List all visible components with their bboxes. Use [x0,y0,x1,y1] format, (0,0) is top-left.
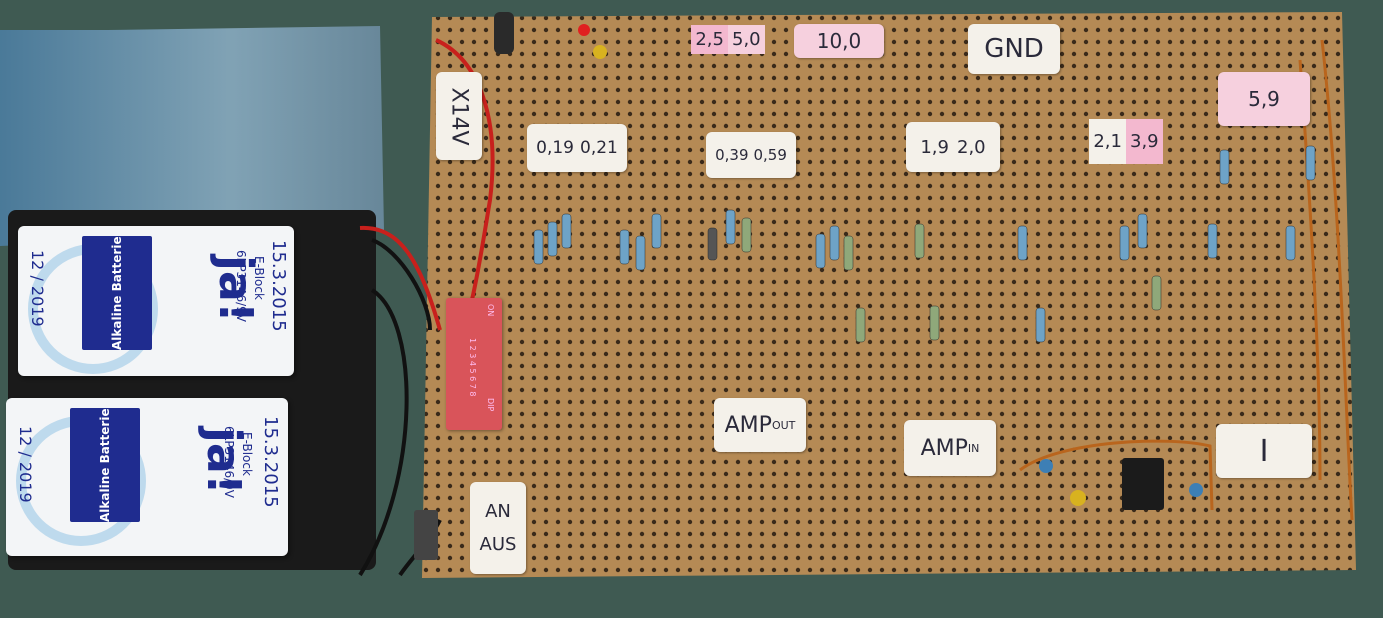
battery-top: Alkaline Batterie ja! E-Block 6LP3146/9V… [18,226,294,376]
capacitor [1070,490,1086,506]
label-5-9: 5,9 [1218,72,1310,126]
battery-type-line1: E-Block [252,256,266,300]
label-1-9-2-0: 1,9 2,0 [906,122,1000,172]
label-0-39: 0,39 [715,146,749,164]
current-label-text: I [1259,433,1269,469]
amp-out-text: AMP [724,412,772,438]
off-label: AUS [479,534,517,555]
label-3-9: 3,9 [1126,118,1163,164]
black-wire [358,288,409,577]
amp-out-subscript: OUT [771,418,796,432]
plastic-lid [0,26,384,246]
label-10-0: 10,0 [794,24,884,58]
battery-printed-date: 12 / 2019 [16,426,35,503]
current-label: I [1216,424,1312,478]
battery-handwritten-date: 15.3.2015 [260,416,281,508]
dip-dip-label: DIP [486,398,495,412]
battery-handwritten-date: 15.3.2015 [268,240,289,332]
red-wire [359,225,442,331]
black-wire [371,238,432,331]
battery-type-line2: 6LP3146/9V [222,426,236,498]
capacitor [1189,483,1203,497]
battery-brand-label: Alkaline Batterie [70,408,140,522]
voltage-label-text: X14V [446,86,472,146]
on-label: AN [485,501,511,522]
dip-numbers: 1 2 3 4 5 6 7 8 [468,338,477,397]
capacitor [593,45,607,59]
gnd-label-text: GND [984,34,1044,64]
electrolytic-capacitor [494,12,514,54]
label-10-0-text: 10,0 [816,29,862,53]
label-0-21: 0,21 [580,138,618,158]
label-2-1: 2,1 [1089,118,1126,164]
ic-chip [1122,458,1164,510]
label-0-39-0-59: 0,39 0,59 [706,132,796,178]
battery-bottom: Alkaline Batterie ja! E-Block 6LP3146/9V… [6,398,288,556]
label-1-9: 1,9 [920,136,949,158]
perfboard [422,12,1356,578]
resistors [533,145,1316,343]
dip-switch: ON 1 2 3 4 5 6 7 8 DIP [446,298,502,430]
battery-printed-date: 12 / 2019 [28,250,47,327]
amp-in-subscript: IN [967,441,980,455]
copper-wire [1320,39,1354,521]
battery-type-line2: 6LP3146/9V [234,250,248,322]
amp-in-text: AMP [920,435,968,461]
gnd-label: GND [968,24,1060,74]
label-5-0: 5,0 [728,24,765,54]
dip-on-label: ON [486,304,495,317]
label-2-5-5-0: 2,5 5,0 [684,22,772,56]
label-2-1-3-9: 2,1 3,9 [1080,116,1172,166]
label-2-0: 2,0 [957,136,986,158]
battery-brand-label: Alkaline Batterie [82,236,152,350]
copper-wire [1019,439,1214,511]
label-2-5: 2,5 [691,24,728,54]
label-5-9-text: 5,9 [1248,87,1280,111]
slide-switch [414,510,438,560]
voltage-label: X14V [436,72,482,160]
capacitor [1039,459,1053,473]
label-0-19-0-21: 0,19 0,21 [527,124,627,172]
on-off-label: AN AUS [470,482,526,574]
label-0-59: 0,59 [753,146,787,164]
battery-type-line1: E-Block [240,432,254,476]
label-0-19: 0,19 [536,138,574,158]
led [578,24,590,36]
